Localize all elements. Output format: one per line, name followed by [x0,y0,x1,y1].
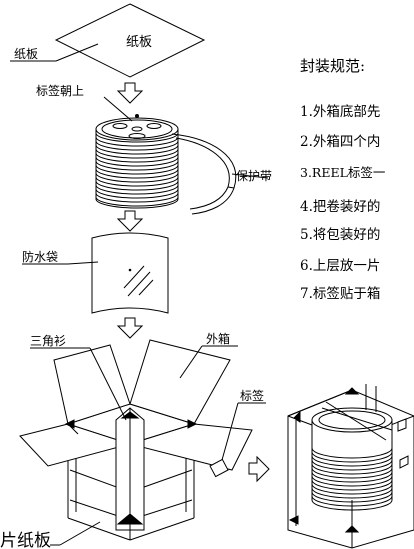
spec-item: 1.外箱底部先 [300,104,381,120]
outer-box-packed [287,384,414,549]
spec-item: 4.把卷装好的 [300,199,381,215]
down-arrow-icon [116,82,144,104]
spec-item: 6.上层放一片 [300,258,381,274]
down-arrow-icon [116,210,144,232]
outer-box-open [19,339,266,546]
label-up-leader [103,96,133,122]
tape-leader [231,173,269,179]
label-up-text: 标签朝上 [36,83,84,98]
protective-tape [171,133,237,215]
waterproof-bag [22,232,169,314]
cardboard-sheet-top [10,3,206,78]
waterproof-bag-label: 防水袋 [22,249,58,264]
triangle-spacer-label: 三角衫 [30,334,66,348]
box-label-text: 标签 [240,388,264,403]
packaging-spec-title: 封装规范: [300,57,366,75]
reel-stack [95,114,179,209]
outer-box-label: 外箱 [206,331,230,346]
spec-item: 5.将包装好的 [300,227,381,243]
spec-item: 3.REEL标签一 [300,165,386,180]
cardboard-top-caption: 纸板 [126,35,152,50]
down-arrow-icon [116,317,144,339]
cardboard-bottom-label: 片纸板 [0,531,51,549]
cardboard-top-label: 纸板 [14,47,38,61]
protective-tape-label: 保护带 [236,169,272,183]
right-arrow-icon [248,455,270,483]
spec-item: 2.外箱四个内 [300,134,381,150]
spec-item: 7.标签贴于箱 [300,286,381,302]
